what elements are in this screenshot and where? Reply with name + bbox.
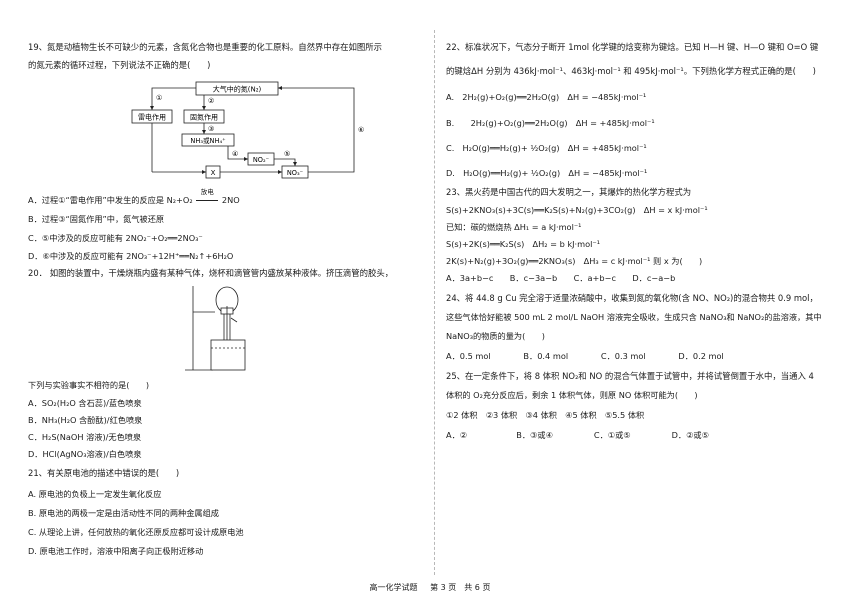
q25-options: A．② B．③或④ C．①或⑤ D．②或⑤ bbox=[446, 430, 709, 440]
q20-option-a: A．SO₂(H₂O 含石蕊)/蓝色喷泉 bbox=[28, 398, 142, 408]
q23-known: 已知：碳的燃烧热 ΔH₁ = a kJ·mol⁻¹ bbox=[446, 222, 582, 232]
q22-stem-2: 的键焓ΔH 分别为 436kJ·mol⁻¹、463kJ·mol⁻¹ 和 495k… bbox=[446, 66, 816, 76]
q20-option-d: D．HCl(AgNO₃溶液)/白色喷泉 bbox=[28, 449, 142, 459]
fountain-apparatus-diagram bbox=[185, 286, 246, 371]
label-nitrite: NO₂⁻ bbox=[253, 156, 270, 164]
label-nitrate: NO₃⁻ bbox=[287, 169, 304, 177]
label-lightning: 雷电作用 bbox=[138, 113, 166, 122]
q24-options: A．0.5 mol B．0.4 mol C．0.3 mol D．0.2 mol bbox=[446, 351, 724, 361]
q21-option-c: C. 从理论上讲，任何放热的氧化还原反应都可设计成原电池 bbox=[28, 527, 244, 537]
q21-option-a: A. 原电池的负极上一定发生氧化反应 bbox=[28, 489, 162, 499]
box-atm-n2 bbox=[195, 81, 279, 96]
q19-option-d: D．⑥中涉及的反应可能有 2NO₃⁻+12H⁺══N₂↑+6H₂O bbox=[28, 251, 234, 261]
q22-stem-1: 22、标准状况下，气态分子断开 1mol 化学键的焓变称为键焓。已知 H—H 键… bbox=[446, 42, 819, 52]
q25-choices: ①2 体积 ②3 体积 ③4 体积 ④5 体积 ⑤5.5 体积 bbox=[446, 410, 645, 420]
q21-stem: 21、有关原电池的描述中错误的是( ) bbox=[28, 468, 180, 478]
q19-option-a: A．过程①“雷电作用”中发生的反应是 N₂+O₂ 放电 2NO bbox=[28, 188, 240, 206]
column-divider bbox=[434, 30, 435, 575]
footer-page-number: 第 3 页 共 6 页 bbox=[430, 583, 491, 592]
step-4: ④ bbox=[232, 150, 238, 158]
step-3: ③ bbox=[208, 125, 214, 133]
step-6: ⑥ bbox=[358, 126, 364, 134]
step-1: ① bbox=[156, 94, 162, 102]
q22-option-c: C. H₂O(g)══H₂(g)+ ½O₂(g) ΔH = +485kJ·mol… bbox=[446, 143, 647, 153]
q23-stem: 23、黑火药是中国古代的四大发明之一，其爆炸的热化学方程式为 bbox=[446, 187, 692, 197]
q19-option-b: B．过程③“固氮作用”中，氮气被还原 bbox=[28, 214, 165, 224]
step-5: ⑤ bbox=[284, 150, 290, 158]
q22-option-d: D. H₂O(g)══H₂(g)+ ½O₂(g) ΔH = −485kJ·mol… bbox=[446, 168, 648, 178]
q20-option-c: C．H₂S(NaOH 溶液)/无色喷泉 bbox=[28, 432, 142, 442]
q19-option-a-condition: 放电 bbox=[200, 188, 214, 196]
q24-stem-3: NaNO₃的物质的量为( ) bbox=[446, 331, 545, 341]
label-fixation: 固氮作用 bbox=[190, 113, 218, 122]
footer-subject: 高一化学试题 bbox=[369, 583, 418, 592]
q19-option-c: C．⑤中涉及的反应可能有 2NO₂⁻+O₂══2NO₃⁻ bbox=[28, 233, 203, 243]
q22-option-a: A. 2H₂(g)+O₂(g)══2H₂O(g) ΔH = −485kJ·mol… bbox=[446, 92, 647, 102]
q24-stem-1: 24、将 44.8 g Cu 完全溶于适量浓硝酸中，收集到氮的氧化物(含 NO、… bbox=[446, 293, 818, 303]
q21-option-d: D. 原电池工作时，溶液中阳离子向正极附近移动 bbox=[28, 546, 204, 556]
step-2: ② bbox=[208, 97, 214, 105]
q25-stem-2: 体积的 O₂充分反应后，剩余 1 体积气体，则原 NO 体积可能为( ) bbox=[446, 390, 698, 400]
q24-stem-2: 这些气体恰好能被 500 mL 2 mol/L NaOH 溶液完全吸收，生成只含… bbox=[446, 312, 822, 322]
q19-stem-1: 19、氮是动植物生长不可缺少的元素，含氮化合物也是重要的化工原料。自然界中存在如… bbox=[28, 42, 383, 52]
q23-equation-1: S(s)+2KNO₃(s)+3C(s)══K₂S(s)+N₂(g)+3CO₂(g… bbox=[446, 205, 708, 215]
q19-option-a-product: 2NO bbox=[221, 195, 240, 205]
page-footer: 高一化学试题 第 3 页 共 6 页 bbox=[0, 582, 860, 593]
q20-option-b: B．NH₃(H₂O 含酚酞)/红色喷泉 bbox=[28, 415, 143, 425]
q19-option-a-text: A．过程①“雷电作用”中发生的反应是 N₂+O₂ bbox=[28, 195, 193, 205]
q25-stem-1: 25、在一定条件下，将 8 体积 NO₂和 NO 的混合气体置于试管中，并将试管… bbox=[446, 371, 814, 381]
box-ammonia bbox=[181, 133, 235, 147]
q23-equation-2: S(s)+2K(s)══K₂S(s) ΔH₂ = b kJ·mol⁻¹ bbox=[446, 239, 601, 249]
q23-options: A．3a+b−c B．c−3a−b C．a+b−c D．c−a−b bbox=[446, 273, 676, 283]
label-x: X bbox=[211, 169, 216, 177]
nitrogen-cycle-diagram: 大气中的氮(N₂) 雷电作用 固氮作用 NH₃或NH₄⁺ NO₂⁻ NO₃⁻ X bbox=[131, 81, 364, 179]
label-ammonia: NH₃或NH₄⁺ bbox=[190, 136, 226, 145]
q20-stem: 20． 如图的装置中，干燥烧瓶内盛有某种气体，烧杯和滴管管内盛放某种液体。挤压滴… bbox=[28, 268, 394, 278]
q21-option-b: B. 原电池的两极一定是由活动性不同的两种金属组成 bbox=[28, 508, 219, 518]
q20-stem-2: 下列与实验事实不相符的是( ) bbox=[28, 380, 150, 390]
label-atm-n2: 大气中的氮(N₂) bbox=[213, 85, 262, 94]
q23-equation-3: 2K(s)+N₂(g)+3O₂(g)══2KNO₃(s) ΔH₃ = c kJ·… bbox=[446, 256, 703, 266]
q22-option-b: B. 2H₂(g)+O₂(g)══2H₂O(g) ΔH = +485kJ·mol… bbox=[446, 118, 655, 128]
q19-stem-2: 的氮元素的循环过程，下列说法不正确的是( ) bbox=[28, 60, 211, 70]
